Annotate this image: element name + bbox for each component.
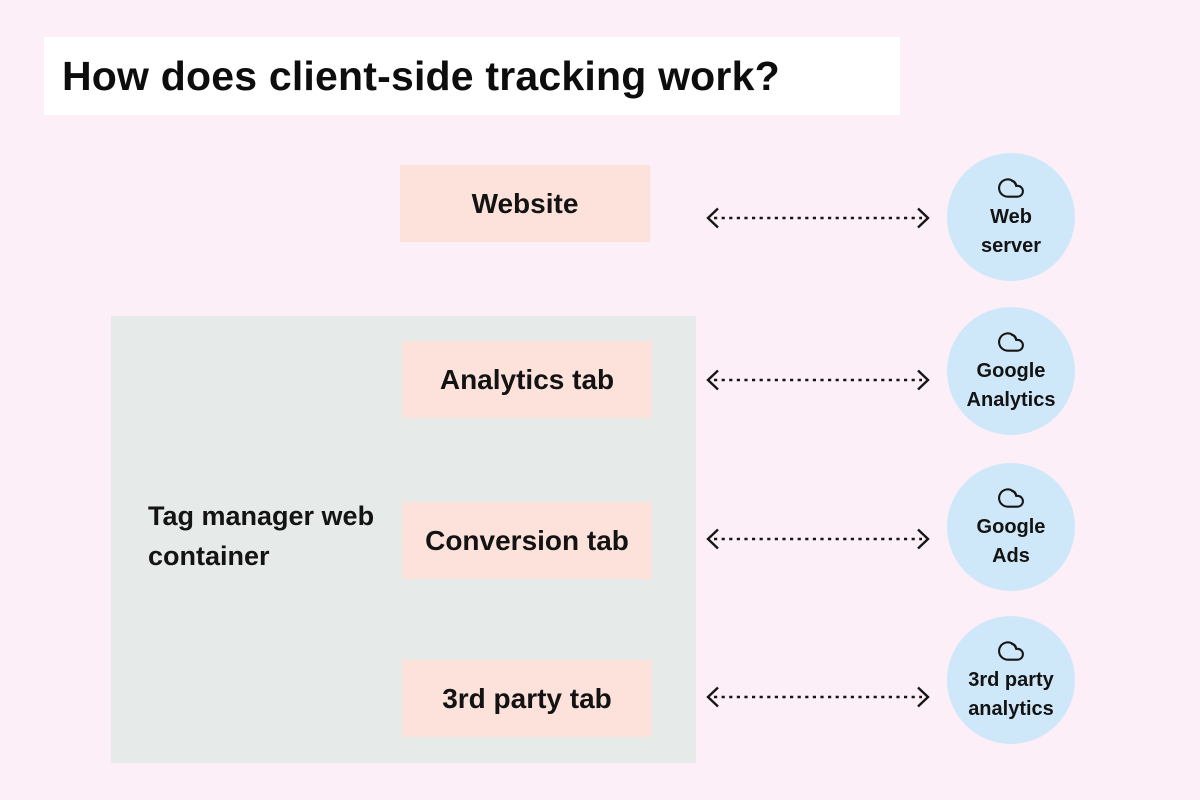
third-party-analytics-label: 3rd party analytics bbox=[968, 669, 1054, 720]
bidirectional-arrow bbox=[706, 369, 930, 391]
web-server-label: Web server bbox=[980, 206, 1042, 257]
bidirectional-arrow bbox=[706, 686, 930, 708]
analytics-tab-label: Analytics tab bbox=[439, 363, 615, 395]
cloud-icon bbox=[998, 332, 1024, 352]
google-analytics-node: Google Analytics bbox=[947, 307, 1075, 435]
third-party-tab-label: 3rd party tab bbox=[442, 682, 612, 714]
google-ads-node: Google Ads bbox=[947, 463, 1075, 591]
google-ads-label: Google Ads bbox=[976, 516, 1046, 567]
google-analytics-label: Google Analytics bbox=[966, 360, 1056, 411]
third-party-tab-box: 3rd party tab bbox=[402, 660, 652, 737]
web-server-node: Web server bbox=[947, 153, 1075, 281]
analytics-tab-box: Analytics tab bbox=[402, 341, 652, 418]
cloud-icon bbox=[998, 178, 1024, 198]
cloud-icon bbox=[998, 488, 1024, 508]
page-title: How does client-side tracking work? bbox=[62, 52, 780, 99]
bidirectional-arrow bbox=[706, 528, 930, 550]
conversion-tab-label: Conversion tab bbox=[425, 524, 629, 556]
conversion-tab-box: Conversion tab bbox=[402, 502, 652, 579]
website-box-label: Website bbox=[471, 187, 579, 219]
website-box: Website bbox=[400, 165, 650, 242]
third-party-analytics-node: 3rd party analytics bbox=[947, 616, 1075, 744]
bidirectional-arrow bbox=[706, 207, 930, 229]
tag-container-label: Tag manager web container bbox=[148, 501, 375, 571]
cloud-icon bbox=[998, 641, 1024, 661]
page-title-box: How does client-side tracking work? bbox=[44, 37, 900, 115]
